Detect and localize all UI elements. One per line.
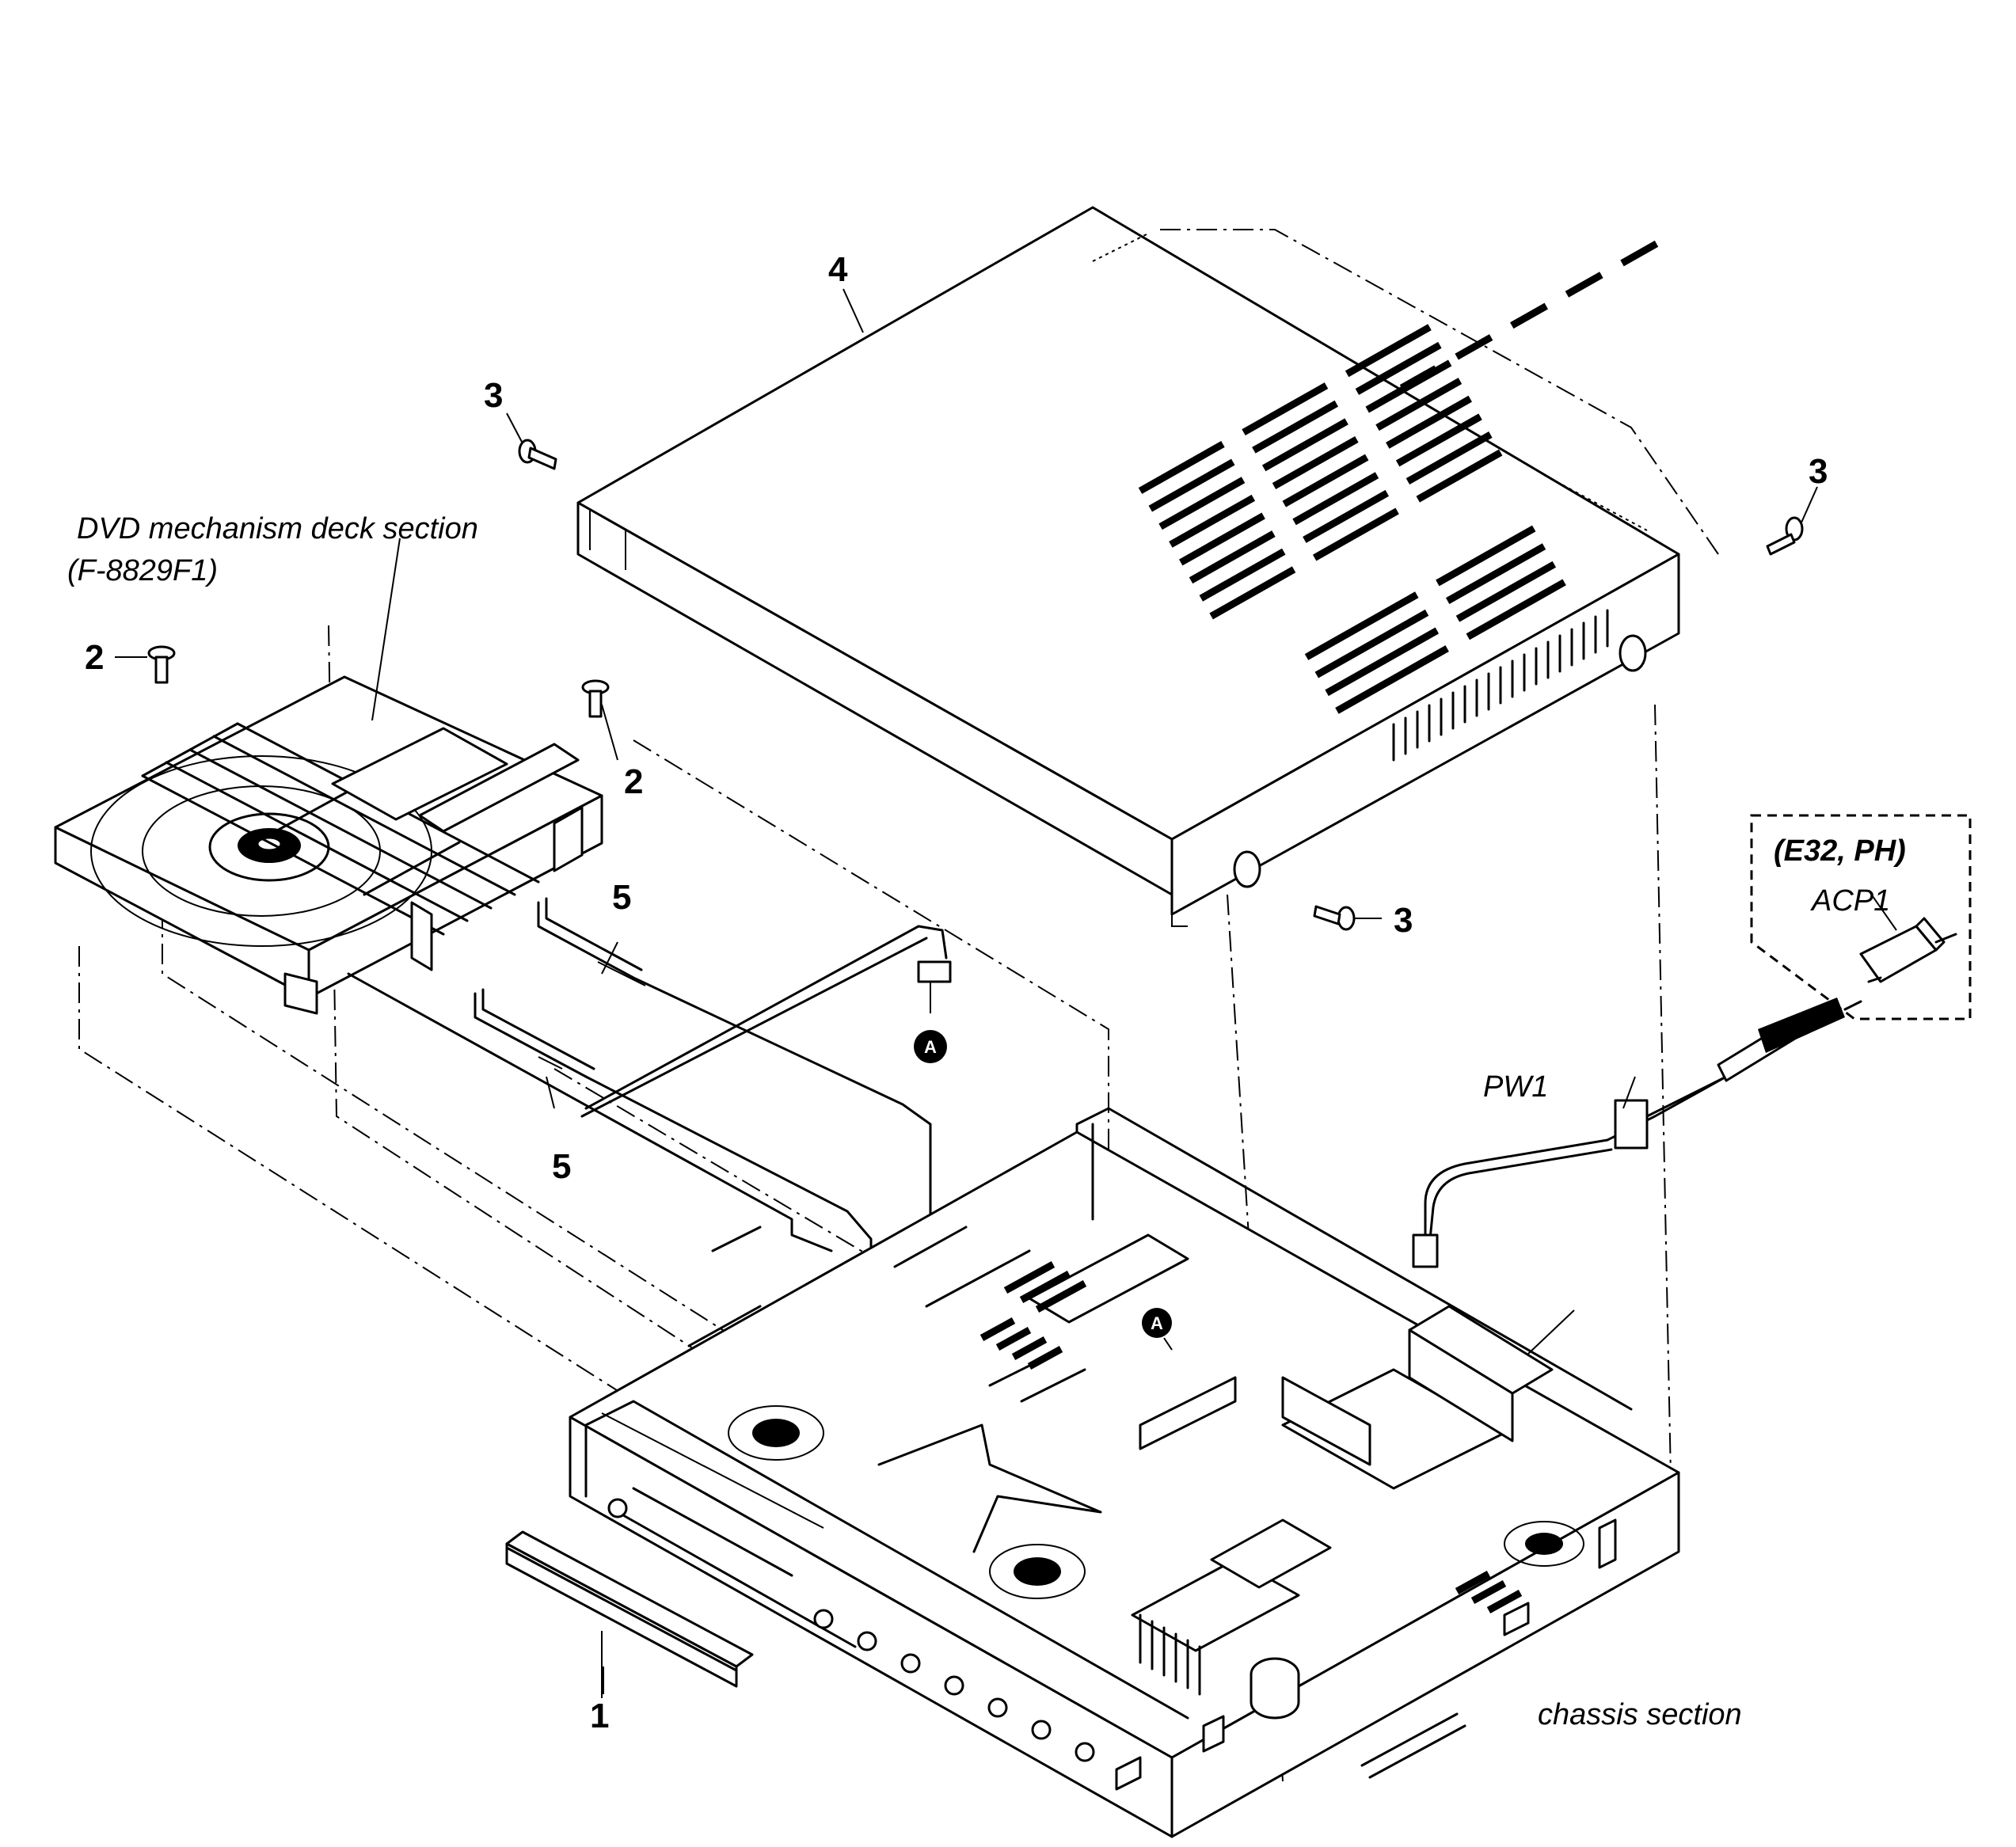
connector-marker-a-lower: A (1142, 1308, 1173, 1351)
dvd-deck-model-number: (F-8829F1) (67, 554, 218, 587)
dvd-deck-section-title: DVD mechanism deck section (77, 512, 478, 545)
callout-part-2-right: 2 (624, 762, 643, 801)
heat-sink-fins (1139, 1613, 1201, 1696)
leader-lines (371, 288, 1636, 1694)
dvd-mechanism-deck (54, 675, 603, 1015)
cover-side-vents (1392, 609, 1609, 762)
power-cord (1412, 998, 1862, 1268)
callout-part-4: 4 (828, 250, 848, 289)
callout-part-3-side: 3 (1394, 901, 1413, 940)
screw-3-top-left (506, 412, 557, 470)
main-board (1028, 1233, 1189, 1324)
screw-2-right (581, 679, 618, 761)
screw-3-top-right (1766, 486, 1818, 556)
connector-marker-a-lower-label: A (1151, 1313, 1163, 1333)
screw-3-side (1313, 905, 1382, 931)
cover-side-hole (1233, 850, 1261, 888)
adapter-label: ACP1 (1810, 884, 1890, 918)
connector-marker-a-upper-label: A (924, 1037, 937, 1057)
callout-part-3-top-right: 3 (1809, 452, 1828, 491)
callout-part-1: 1 (590, 1697, 609, 1735)
power-cord-label: PW1 (1483, 1070, 1548, 1104)
adapter-destination-label: (E32, PH) (1774, 834, 1906, 868)
chassis-vent-slots (979, 1261, 1523, 1613)
deck-clamp-bars (141, 722, 540, 936)
callout-part-5-lower: 5 (552, 1147, 571, 1186)
chassis-section-label: chassis section (1538, 1698, 1742, 1731)
front-panel-strip (506, 1412, 824, 1698)
wire-to-connector-a (347, 925, 952, 1252)
callout-part-5-upper: 5 (612, 878, 631, 917)
top-cover (576, 206, 1680, 927)
assembly-guide-lines (78, 229, 1719, 1782)
ac-plug-adapter (1750, 814, 1972, 1020)
cover-rear-hole (1619, 634, 1647, 672)
cover-vent-grid (1138, 240, 1659, 714)
flat-cable-upper (537, 897, 960, 1292)
connector-marker-a-upper: A (914, 1030, 947, 1063)
screw-2-left (115, 645, 176, 684)
chassis (505, 1107, 1680, 1838)
callout-part-3-top-left: 3 (484, 376, 503, 415)
callout-part-2-left: 2 (85, 638, 104, 677)
